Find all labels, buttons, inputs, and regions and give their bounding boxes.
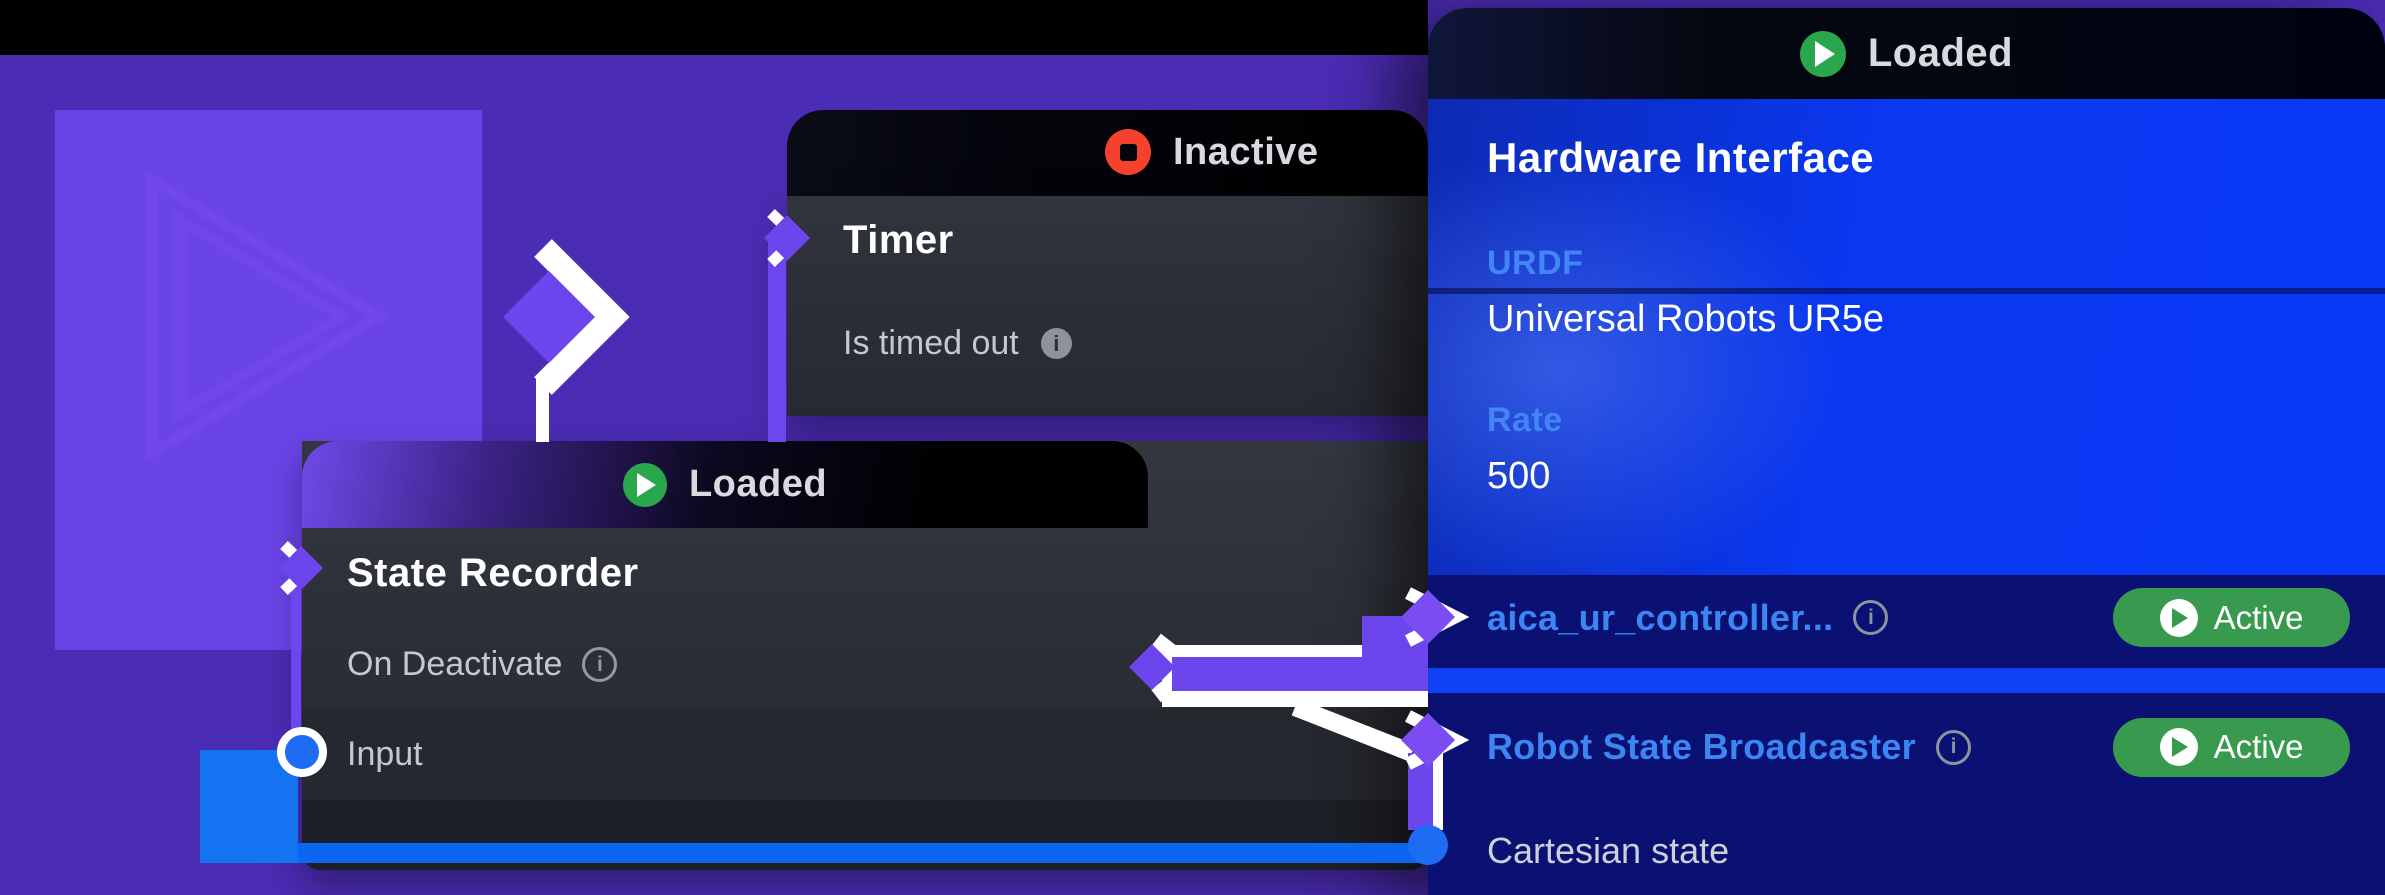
wire-blue-elbow <box>200 750 298 863</box>
param-label-urdf: URDF <box>1487 244 1584 282</box>
controller-row[interactable]: Robot State Broadcaster i Active <box>1428 693 2385 801</box>
controller-status-pill[interactable]: Active <box>2113 717 2350 777</box>
hardware-interface-panel[interactable]: Loaded Hardware Interface URDF Universal… <box>1428 8 2385 895</box>
play-icon <box>2159 598 2198 637</box>
top-black-bar <box>0 0 1428 55</box>
controller-name: aica_ur_controller... <box>1487 596 1834 638</box>
timer-predicate-label: Is timed out <box>843 324 1019 362</box>
flow-diamond-port <box>503 271 595 363</box>
stop-icon <box>1105 129 1151 175</box>
param-value-rate: 500 <box>1487 455 1551 497</box>
info-icon[interactable]: i <box>1853 600 1889 635</box>
play-icon <box>2159 728 2198 766</box>
hardware-interface-main: Hardware Interface URDF Universal Robots… <box>1428 99 2385 575</box>
info-icon[interactable]: i <box>1936 729 1971 765</box>
controller-row[interactable]: aica_ur_controller... i Active <box>1428 567 2385 668</box>
controller-status-pill[interactable]: Active <box>2113 588 2350 647</box>
info-icon[interactable]: i <box>1040 328 1072 359</box>
controller-status-text: Active <box>2213 598 2304 636</box>
play-watermark-square <box>55 110 482 650</box>
timer-status-text: Inactive <box>1173 130 1319 173</box>
state-recorder-node-header[interactable]: Loaded <box>302 441 1148 528</box>
divider <box>1428 668 2385 693</box>
signal-label: Cartesian state <box>1487 830 1730 871</box>
state-recorder-status-badge: Loaded <box>622 462 828 507</box>
divider <box>1428 288 2385 294</box>
param-value-urdf: Universal Robots UR5e <box>1487 298 1885 340</box>
state-recorder-status-text: Loaded <box>688 463 828 505</box>
wire-white <box>536 378 549 442</box>
hardware-status-text: Loaded <box>1867 31 2014 75</box>
timer-node-title: Timer <box>843 218 954 262</box>
state-recorder-node-title: State Recorder <box>347 551 639 595</box>
param-label-rate: Rate <box>1487 401 1563 439</box>
timer-status-badge: Inactive <box>1105 129 1319 175</box>
play-icon <box>622 462 667 507</box>
on-deactivate-label: On Deactivate <box>347 645 563 683</box>
input-label: Input <box>347 735 423 773</box>
hardware-interface-header[interactable]: Loaded <box>1428 8 2385 99</box>
controller-name: Robot State Broadcaster <box>1487 726 1916 767</box>
wire-purple <box>768 238 786 442</box>
hardware-status-badge: Loaded <box>1799 30 2014 77</box>
play-icon <box>1799 30 1846 77</box>
info-icon[interactable]: i <box>582 647 618 682</box>
timer-node-body[interactable]: Timer Is timed out i <box>787 196 1428 416</box>
controller-status-text: Active <box>2213 728 2304 765</box>
chevron-right-icon <box>534 239 630 395</box>
state-recorder-input-row[interactable]: Input <box>302 707 1428 800</box>
state-recorder-footer <box>302 800 1428 870</box>
hardware-interface-title: Hardware Interface <box>1487 134 1875 181</box>
